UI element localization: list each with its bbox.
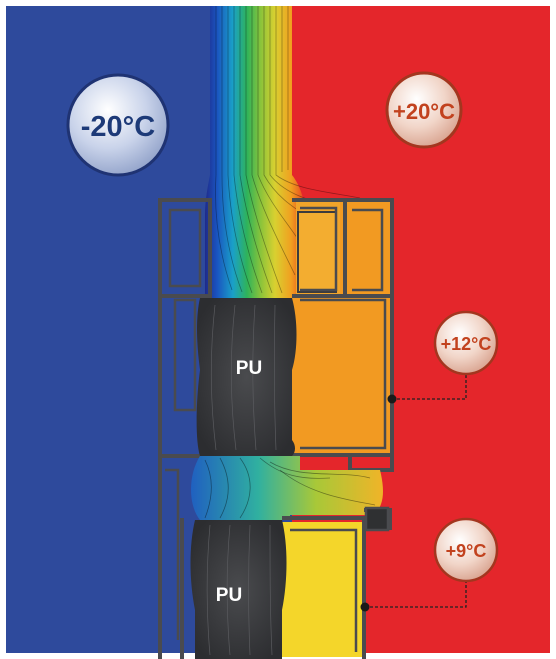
sash-chamber <box>282 522 364 657</box>
sash-surface-temperature-value: +9°C <box>446 541 487 561</box>
upper-pu-insulation <box>196 298 297 456</box>
frame-inner-chamber <box>297 211 337 293</box>
inside-temperature-badge: +20°C <box>385 71 463 149</box>
outside-temperature-badge: -20°C <box>66 73 170 177</box>
frame-main-chamber <box>292 296 390 454</box>
frame-surface-temperature-value: +12°C <box>441 334 492 354</box>
leader-lines <box>365 375 467 608</box>
lower-pu-insulation <box>190 520 287 659</box>
upper-frame-details <box>168 206 387 450</box>
sash-surface-temperature-badge: +9°C <box>433 517 499 583</box>
upper-pu-label: PU <box>236 358 262 379</box>
glazing-isotherm-zone <box>205 6 305 300</box>
frame-surface-temperature-badge: +12°C <box>433 310 499 376</box>
frame-probe-dot <box>387 394 397 404</box>
upper-pu-texture <box>211 304 277 451</box>
lower-pu-texture <box>206 524 273 656</box>
inside-temperature-value: +20°C <box>393 99 455 124</box>
lower-pu-label: PU <box>216 585 242 606</box>
outside-temperature-value: -20°C <box>81 111 156 143</box>
bridge-isotherms <box>204 457 376 519</box>
sash-probe-dot <box>360 602 370 612</box>
lower-sash-details <box>165 468 390 652</box>
thermal-bridge-zone <box>191 456 383 520</box>
